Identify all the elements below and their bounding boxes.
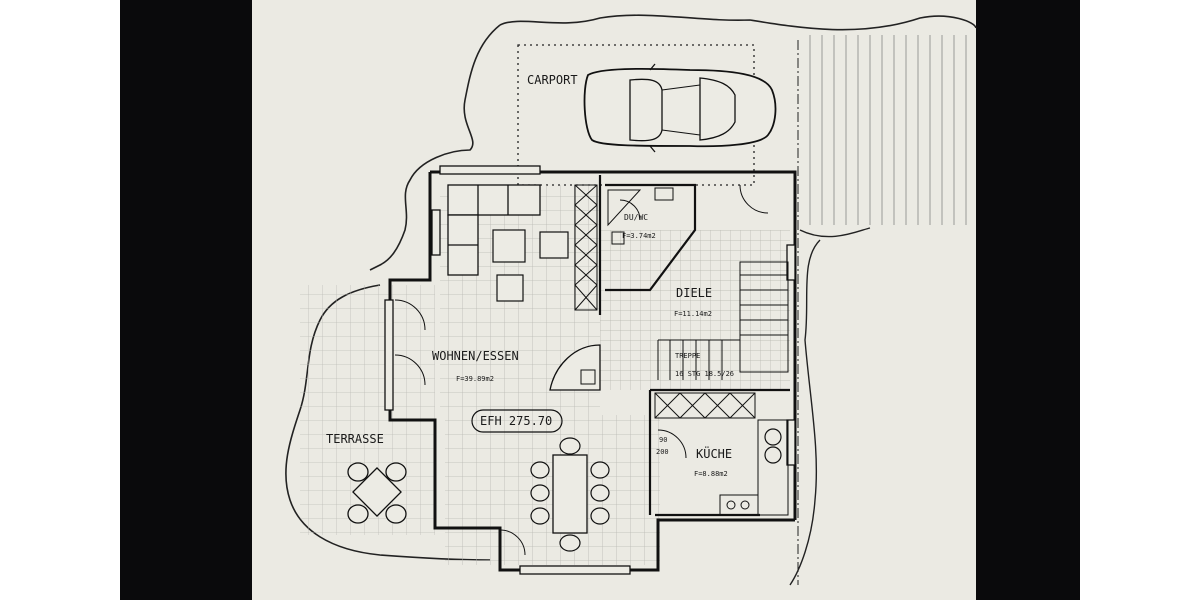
label-carport: CARPORT <box>527 73 578 87</box>
coffee-table <box>492 229 526 263</box>
terrace-table <box>347 462 407 524</box>
sofa <box>447 184 541 276</box>
slope-hatching <box>800 35 970 225</box>
label-diele: DIELE <box>676 286 712 300</box>
washbasin <box>611 231 625 245</box>
label-diele-area: F=11.14m2 <box>674 310 712 318</box>
label-wohnen-area: F=39.89m2 <box>456 375 494 383</box>
terrain-line-west <box>369 24 501 271</box>
kitchen-counter <box>654 392 789 516</box>
opening-height: 200 <box>656 448 669 456</box>
opening-width: 90 <box>659 436 667 444</box>
dining-chairs <box>530 437 610 552</box>
label-wc-area: F=3.74m2 <box>622 232 656 240</box>
car-icon <box>583 63 777 153</box>
windows <box>384 165 796 575</box>
label-treppe: TREPPE <box>675 352 700 360</box>
sink-icon <box>726 500 750 510</box>
staircase <box>657 261 789 380</box>
label-terrasse: TERRASSE <box>326 432 384 446</box>
label-wc: DU/WC <box>624 213 648 222</box>
door-swings <box>394 184 769 556</box>
dining-table <box>552 454 588 534</box>
shower-tray <box>607 189 642 227</box>
level-tag-text: EFH 275.70 <box>480 414 552 428</box>
terrain-line-east <box>789 227 871 586</box>
cabinet-column <box>574 184 598 311</box>
label-kueche: KÜCHE <box>696 445 732 461</box>
armchair <box>539 231 569 259</box>
ottoman <box>496 274 524 302</box>
stove-box <box>580 369 596 385</box>
toilet <box>654 187 674 201</box>
label-treppe-spec: 16 STG 18.5/26 <box>675 370 734 378</box>
label-wohnen: WOHNEN/ESSEN <box>432 349 519 363</box>
label-kueche-area: F=8.88m2 <box>694 470 728 478</box>
corner-fireplace <box>549 344 601 391</box>
level-tag-box <box>471 409 563 433</box>
diele-floor <box>600 230 790 390</box>
exterior-walls <box>388 170 797 572</box>
terrain-line-north <box>499 14 977 31</box>
hob-icon <box>764 428 782 464</box>
